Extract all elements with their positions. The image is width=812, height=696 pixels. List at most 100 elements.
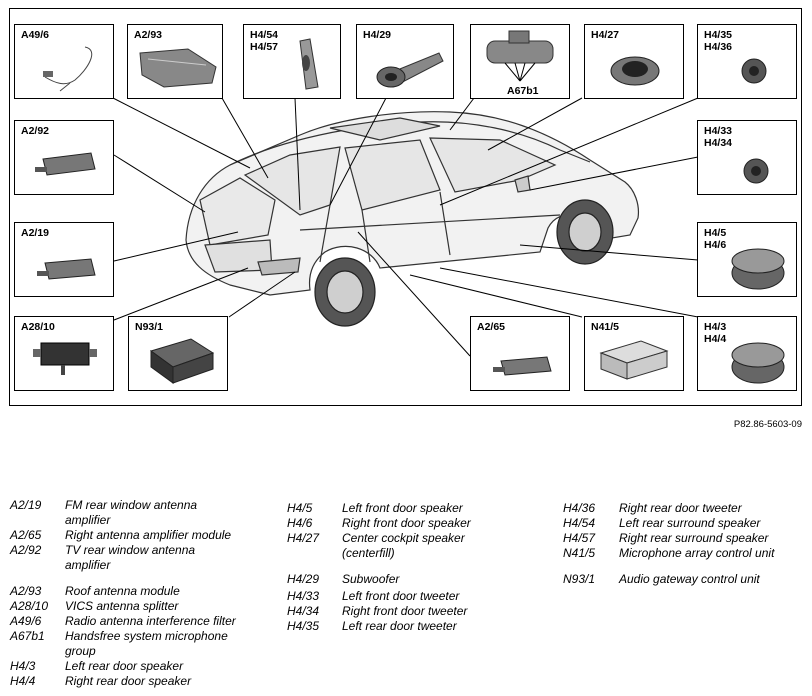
legend-code: H4/33 [287, 589, 320, 603]
legend-code: H4/36 [563, 501, 596, 515]
legend-desc: Left rear surround speaker [619, 516, 761, 530]
component-box-h4-29: H4/29 [356, 24, 454, 99]
component-box-h4-3-4: H4/3 H4/4 [697, 316, 797, 391]
legend-code: A2/65 [10, 528, 42, 542]
component-label: A67b1 [507, 85, 539, 97]
legend-desc: Audio gateway control unit [619, 572, 760, 586]
legend-desc: Left rear door tweeter [342, 619, 457, 633]
legend-entry: H4/34 Right front door tweeter [287, 604, 537, 619]
component-box-a2-93: A2/93 [127, 24, 223, 99]
component-box-a49-6: A49/6 [14, 24, 114, 99]
legend-desc: Left rear door speaker [65, 659, 184, 673]
component-label: H4/3 H4/4 [704, 321, 727, 345]
legend-desc: Right antenna amplifier module [65, 528, 232, 542]
legend-code: A2/93 [10, 584, 42, 598]
vehicle-diagram [112, 97, 699, 357]
legend-entry: H4/5 Left front door speaker [287, 501, 537, 516]
legend-desc: Left front door tweeter [342, 589, 460, 603]
center-speaker-icon [610, 56, 660, 86]
legend-entry: N41/5 Microphone array control unit [563, 546, 808, 561]
legend-code: A67b1 [10, 629, 45, 643]
component-box-a2-65: A2/65 [470, 316, 570, 391]
antenna-amplifier-module-icon [493, 356, 552, 376]
component-label: A2/19 [21, 227, 50, 239]
legend-entry: H4/4 Right rear door speaker [10, 674, 260, 689]
front-tweeter-icon [743, 158, 769, 184]
legend-entry: H4/29 Subwoofer [287, 572, 537, 587]
component-box-n41-5: N41/5 [584, 316, 684, 391]
legend-desc: Subwoofer [342, 572, 400, 586]
legend-code: H4/29 [287, 572, 320, 586]
legend-entry: H4/54 Left rear surround speaker [563, 516, 808, 531]
legend-entry: A2/93 Roof antenna module [10, 584, 260, 599]
figure-id: P82.86-5603-09 [733, 419, 802, 430]
diagram-frame [9, 8, 802, 406]
component-label: N93/1 [135, 321, 164, 333]
component-label: A2/65 [477, 321, 506, 333]
legend-desc: Handsfree system microphone group [65, 629, 228, 658]
legend-desc: FM rear window antenna amplifier [65, 498, 198, 527]
legend-code: A2/19 [10, 498, 42, 512]
audio-gateway-icon [149, 338, 215, 384]
component-box-n93-1: N93/1 [128, 316, 228, 391]
surround-speaker-icon [299, 38, 319, 90]
legend-code: N93/1 [563, 572, 596, 586]
antenna-splitter-icon [33, 342, 97, 375]
rear-tweeter-icon [741, 58, 767, 84]
component-label: A49/6 [21, 29, 50, 41]
component-box-a2-92: A2/92 [14, 120, 114, 195]
fm-antenna-amplifier-icon [37, 258, 96, 280]
component-label: A28/10 [21, 321, 55, 333]
legend-entry: A2/19 FM rear window antenna amplifier [10, 498, 260, 528]
component-box-h4-5-6: H4/5 H4/6 [697, 222, 797, 297]
legend-entry: A28/10 VICS antenna splitter [10, 599, 260, 614]
legend-entry: H4/33 Left front door tweeter [287, 589, 537, 604]
legend-code: H4/34 [287, 604, 320, 618]
component-box-a28-10: A28/10 [14, 316, 114, 391]
legend-desc: VICS antenna splitter [65, 599, 179, 613]
legend-desc: Center cockpit speaker (centerfill) [342, 531, 465, 560]
leader-lines [112, 97, 699, 357]
legend-desc: Left front door speaker [342, 501, 463, 515]
legend-desc: Right rear door tweeter [619, 501, 742, 515]
legend-desc: Right rear door speaker [65, 674, 192, 688]
legend-entry: H4/57 Right rear surround speaker [563, 531, 808, 546]
component-label: H4/54 H4/57 [250, 29, 279, 53]
legend-code: H4/3 [10, 659, 36, 673]
legend-entry: N93/1 Audio gateway control unit [563, 572, 808, 587]
component-box-h4-27: H4/27 [584, 24, 684, 99]
legend-code: A49/6 [10, 614, 42, 628]
legend-desc: TV rear window antenna amplifier [65, 543, 196, 572]
legend-desc: Microphone array control unit [619, 546, 775, 560]
legend-desc: Right rear surround speaker [619, 531, 769, 545]
legend-code: A2/92 [10, 543, 42, 557]
roof-antenna-module-icon [139, 48, 217, 88]
legend-entry: A49/6 Radio antenna interference filter [10, 614, 260, 629]
legend-code: H4/5 [287, 501, 313, 515]
legend-code: A28/10 [10, 599, 49, 613]
component-label: H4/27 [591, 29, 620, 41]
legend-desc: Roof antenna module [65, 584, 180, 598]
front-door-speaker-icon [731, 248, 785, 290]
legend-entry: H4/6 Right front door speaker [287, 516, 537, 531]
interference-filter-icon [43, 46, 93, 92]
legend-entry: H4/36 Right rear door tweeter [563, 501, 808, 516]
component-label: N41/5 [591, 321, 620, 333]
component-label: H4/29 [363, 29, 392, 41]
component-box-a67b1: A67b1 [470, 24, 570, 99]
legend-desc: Radio antenna interference filter [65, 614, 236, 628]
legend-entry: H4/27 Center cockpit speaker (centerfill… [287, 531, 537, 561]
component-box-a2-19: A2/19 [14, 222, 114, 297]
component-box-h4-54-57: H4/54 H4/57 [243, 24, 341, 99]
component-box-h4-35-36: H4/35 H4/36 [697, 24, 797, 99]
component-box-h4-33-34: H4/33 H4/34 [697, 120, 797, 195]
component-label: H4/5 H4/6 [704, 227, 727, 251]
legend-entry: A67b1 Handsfree system microphone group [10, 629, 260, 659]
component-label: A2/92 [21, 125, 50, 137]
legend-entry: A2/65 Right antenna amplifier module [10, 528, 260, 543]
legend-entry: H4/35 Left rear door tweeter [287, 619, 537, 634]
legend-code: N41/5 [563, 546, 596, 560]
legend-code: H4/6 [287, 516, 313, 530]
legend-code: H4/54 [563, 516, 596, 530]
microphone-group-icon [486, 30, 554, 82]
